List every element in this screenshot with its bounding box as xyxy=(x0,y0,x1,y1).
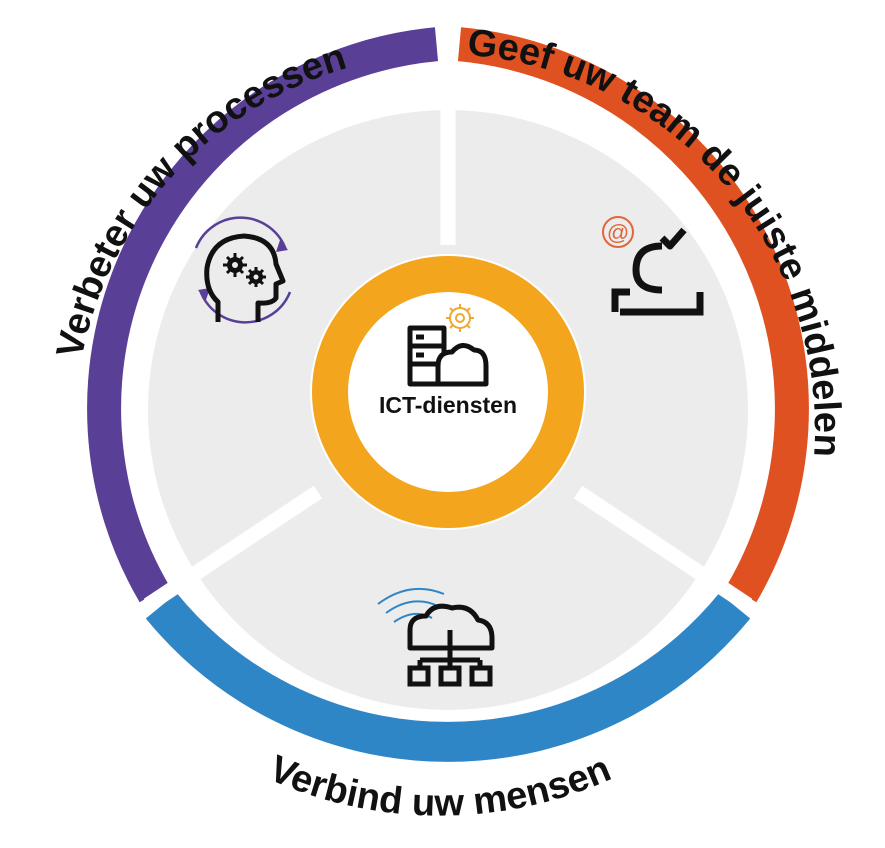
segment-arc-processes xyxy=(87,27,439,603)
user-email-check-icon: @ xyxy=(602,216,704,316)
divider-right xyxy=(573,485,753,612)
head-gears-icon xyxy=(194,216,292,324)
center-ring xyxy=(312,256,584,528)
server-cloud-gear-icon xyxy=(407,304,489,387)
segment-arc-tools xyxy=(457,27,809,603)
center-circle xyxy=(310,254,586,530)
cloud-network-icon xyxy=(377,587,495,687)
segment-arc-people xyxy=(145,593,751,762)
center-label: ICT-diensten xyxy=(379,392,517,418)
divider-left xyxy=(143,485,323,612)
svg-text:@: @ xyxy=(607,220,629,245)
